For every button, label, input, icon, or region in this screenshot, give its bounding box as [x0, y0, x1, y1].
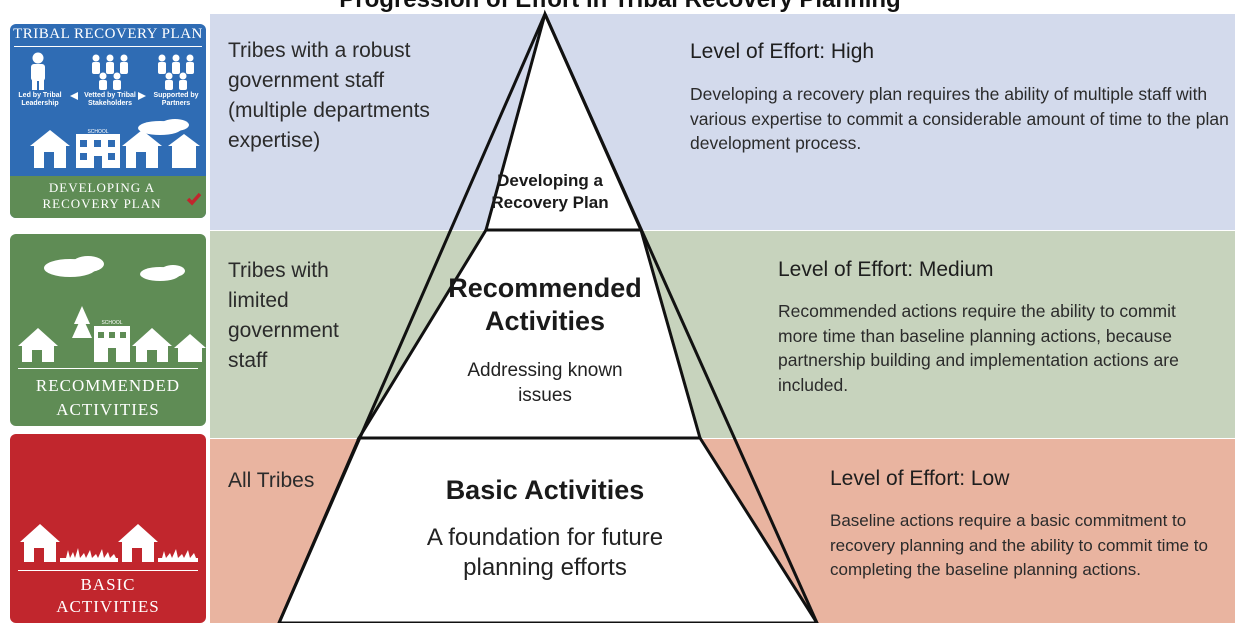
panel-label-basic: BASIC ACTIVITIES — [56, 575, 160, 616]
panel-heading: TRIBAL RECOVERY PLAN — [13, 26, 203, 42]
step-led-by-leadership: Led by Tribal Leadership — [18, 92, 62, 107]
panel-recommended-activities: SCHOOL RECOMMENDED ACTIVITIES — [10, 234, 206, 426]
panel-label-developing: DEVELOPING A RECOVERY PLAN — [42, 180, 162, 211]
pyramid-middle-subtitle: Addressing known issues — [467, 360, 623, 406]
who-robust-staff: Tribes with a robust government staff (m… — [228, 39, 430, 152]
pyramid-middle-title: Recommended Activities — [448, 273, 642, 336]
panel-developing-plan: TRIBAL RECOVERY PLAN Led by Triba — [10, 24, 206, 218]
effort-text-medium: Recommended actions require the ability … — [778, 301, 1179, 395]
step-supported-by-partners: Supported by Partners — [153, 92, 199, 107]
who-limited-staff: Tribes with limited government staff — [228, 259, 339, 372]
band-high-effort — [210, 14, 1235, 230]
heading-divider — [14, 46, 202, 47]
pyramid-bottom-subtitle: A foundation for future planning efforts — [426, 524, 664, 581]
label-divider — [18, 368, 198, 369]
town-with-trees-icon: SCHOOL — [18, 256, 206, 362]
pyramid-bottom-title: Basic Activities — [445, 475, 645, 505]
page-title: Progression of Effort in Tribal Recovery… — [230, 0, 1010, 14]
effort-title-low: Level of Effort: Low — [830, 467, 1010, 490]
effort-text-low: Baseline actions require a basic commitm… — [830, 511, 1208, 579]
school-sign: SCHOOL — [101, 320, 122, 326]
school-sign: SCHOOL — [87, 129, 108, 135]
pyramid-top-title: Developing a Recovery Plan — [491, 171, 609, 212]
stakeholder-people-icon — [31, 52, 194, 100]
community-houses-icon: SCHOOL — [30, 119, 200, 168]
checkmark-icon — [186, 192, 202, 206]
panel-basic-activities: BASIC ACTIVITIES — [10, 434, 206, 623]
who-all-tribes: All Tribes — [228, 469, 315, 492]
basic-houses-icon — [20, 524, 198, 562]
effort-text-high: Developing a recovery plan requires the … — [690, 84, 1229, 153]
panel-label-recommended: RECOMMENDED ACTIVITIES — [35, 376, 181, 419]
effort-title-high: Level of Effort: High — [690, 40, 875, 63]
effort-title-medium: Level of Effort: Medium — [778, 258, 994, 281]
step-vetted-by-stakeholders: Vetted by Tribal Stakeholders — [84, 92, 136, 107]
panel-label-area — [10, 176, 206, 218]
label-divider — [18, 570, 198, 571]
